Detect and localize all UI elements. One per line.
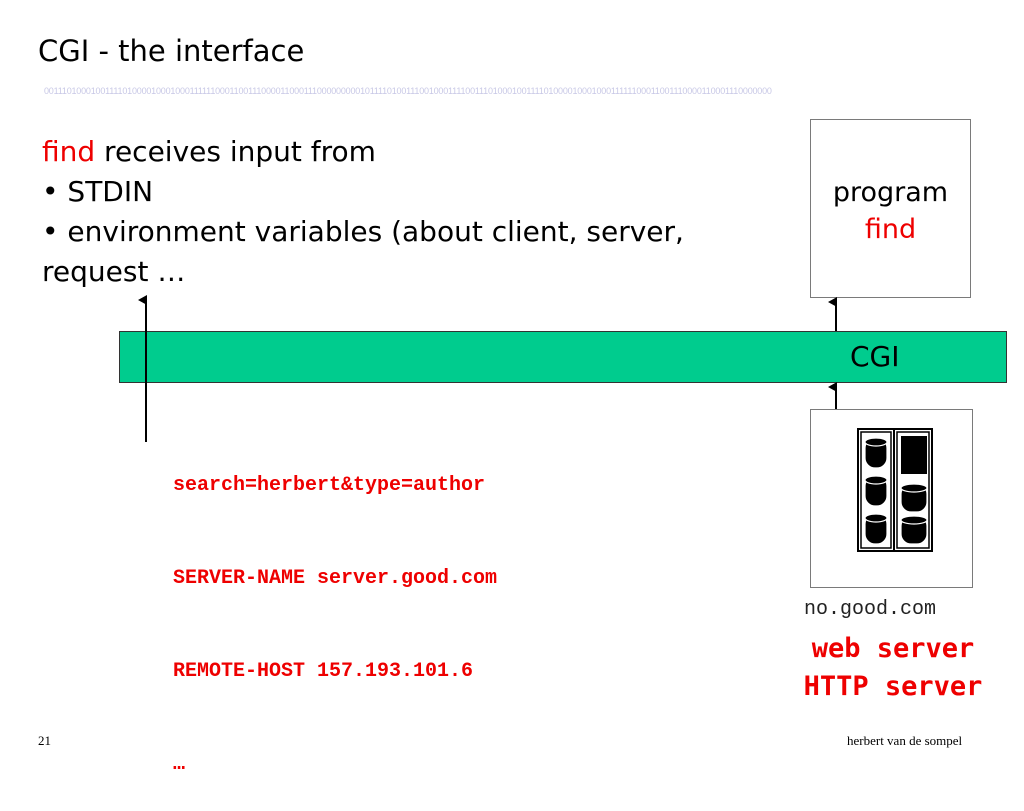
cgi-label: CGI <box>850 340 900 373</box>
intro-text: find receives input from • STDIN • envir… <box>42 132 684 292</box>
env-remote-host: REMOTE-HOST 157.193.101.6 <box>173 660 474 683</box>
author-name: herbert van de sompel <box>847 733 963 748</box>
env-server-name: SERVER-NAME server.good.com <box>173 567 498 590</box>
cgi-bar <box>119 331 1007 383</box>
program-label: program <box>832 177 949 208</box>
slide-title: CGI - the interface <box>38 34 305 68</box>
bullet-stdin: • STDIN <box>42 175 154 208</box>
program-box: program find <box>810 119 971 298</box>
bullet-env-vars-cont: request … <box>42 255 186 288</box>
find-keyword: find <box>42 135 96 168</box>
program-name: find <box>864 214 917 245</box>
env-variables-list: search=herbert&type=author SERVER-NAME s… <box>173 408 497 811</box>
web-server-label: web server <box>811 633 975 664</box>
intro-line: find receives input from <box>42 132 684 172</box>
env-query-string: search=herbert&type=author <box>173 474 486 497</box>
server-hostname: no.good.com <box>804 598 937 621</box>
page-number: 21 <box>38 733 51 748</box>
intro-rest: receives input from <box>95 135 376 168</box>
bullet-env-vars: • environment variables (about client, s… <box>42 215 684 248</box>
server-box <box>810 409 973 588</box>
server-type-label: web server HTTP server <box>778 630 1008 706</box>
http-server-label: HTTP server <box>803 671 983 702</box>
binary-decoration: 0011101000100111101000010001000111111000… <box>44 86 772 96</box>
server-rack-icon <box>857 428 933 552</box>
diagram-arrows <box>138 295 837 442</box>
